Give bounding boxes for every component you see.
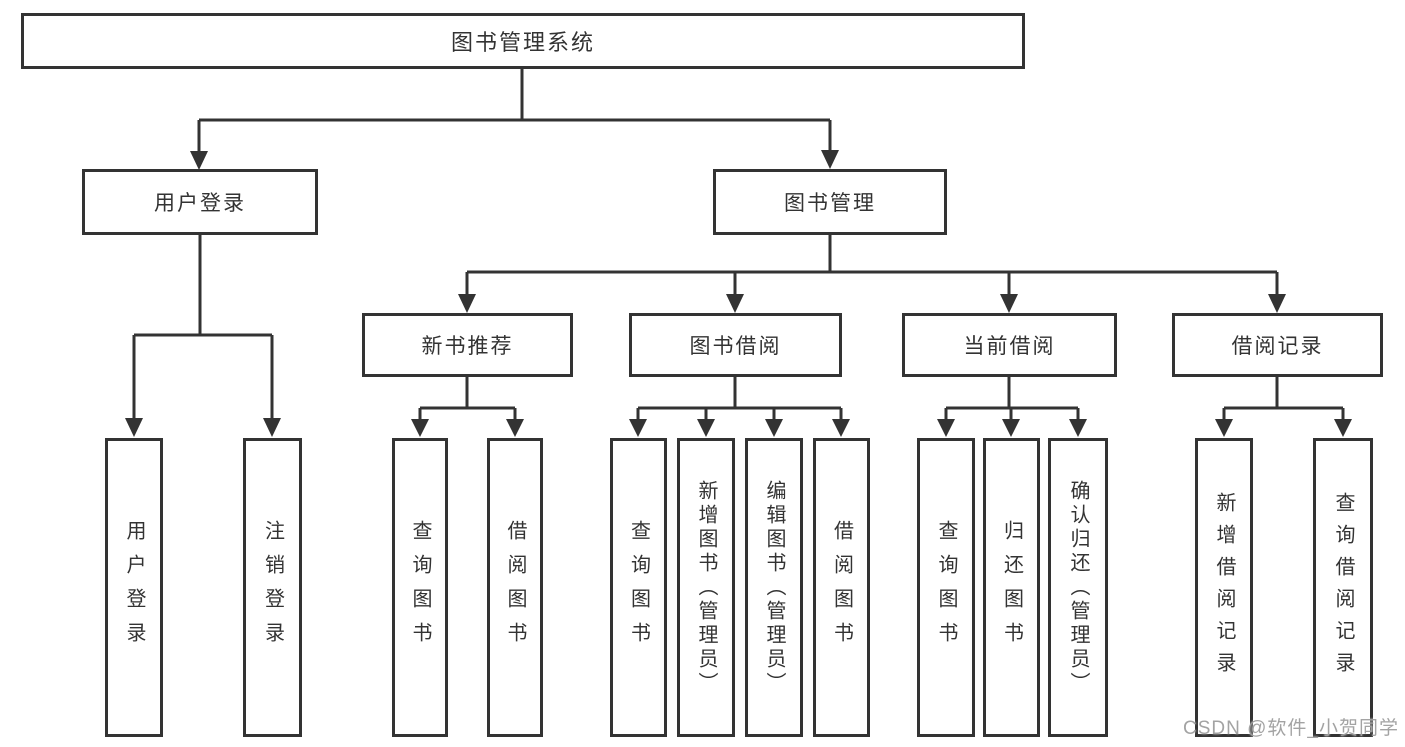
node-user-login: 用户登录 [82, 169, 318, 235]
node-library-management-system: 图书管理系统 [21, 13, 1025, 69]
node-query-books-recommend: 查询图书 [392, 438, 448, 737]
node-book-borrowing: 图书借阅 [629, 313, 842, 377]
node-label: 借阅图书 [830, 519, 853, 656]
node-current-borrowing: 当前借阅 [902, 313, 1117, 377]
node-label: 编辑图书（管理员） [763, 479, 785, 696]
connector-strokes [132, 69, 1345, 420]
node-borrowing-records: 借阅记录 [1172, 313, 1383, 377]
node-label: 图书管理系统 [450, 30, 595, 55]
node-label: 借阅记录 [1231, 335, 1324, 358]
node-user-login-leaf: 用户登录 [105, 438, 163, 737]
node-add-borrow-record: 新增借阅记录 [1195, 438, 1253, 737]
arrowheads [125, 150, 1352, 437]
node-edit-books-admin: 编辑图书（管理员） [745, 438, 803, 737]
node-borrow-books-recommend: 借阅图书 [487, 438, 543, 737]
node-logout: 注销登录 [243, 438, 302, 737]
node-label: 新增图书（管理员） [695, 479, 717, 696]
node-label: 当前借阅 [963, 335, 1056, 358]
node-label: 注销登录 [261, 519, 284, 656]
node-label: 查询图书 [409, 519, 431, 656]
node-confirm-return-admin: 确认归还（管理员） [1048, 438, 1108, 737]
node-label: 用户登录 [154, 192, 246, 215]
node-label: 查询图书 [935, 519, 957, 656]
node-return-books: 归还图书 [983, 438, 1040, 737]
node-label: 归还图书 [1000, 519, 1023, 656]
node-query-borrow-record: 查询借阅记录 [1313, 438, 1373, 737]
node-label: 图书借阅 [689, 335, 782, 358]
node-label: 新书推荐 [421, 335, 514, 358]
node-label: 借阅图书 [504, 519, 526, 656]
node-label: 查询图书 [627, 519, 650, 656]
node-query-books-borrowing: 查询图书 [610, 438, 667, 737]
node-label: 新增借阅记录 [1213, 491, 1235, 684]
node-label: 确认归还（管理员） [1067, 479, 1089, 696]
node-label: 查询借阅记录 [1332, 491, 1354, 684]
node-borrow-books: 借阅图书 [813, 438, 870, 737]
node-label: 用户登录 [123, 519, 145, 656]
node-new-book-recommendation: 新书推荐 [362, 313, 573, 377]
node-book-management: 图书管理 [713, 169, 947, 235]
node-label: 图书管理 [784, 192, 876, 215]
node-query-books-current: 查询图书 [917, 438, 975, 737]
node-add-books-admin: 新增图书（管理员） [677, 438, 735, 737]
